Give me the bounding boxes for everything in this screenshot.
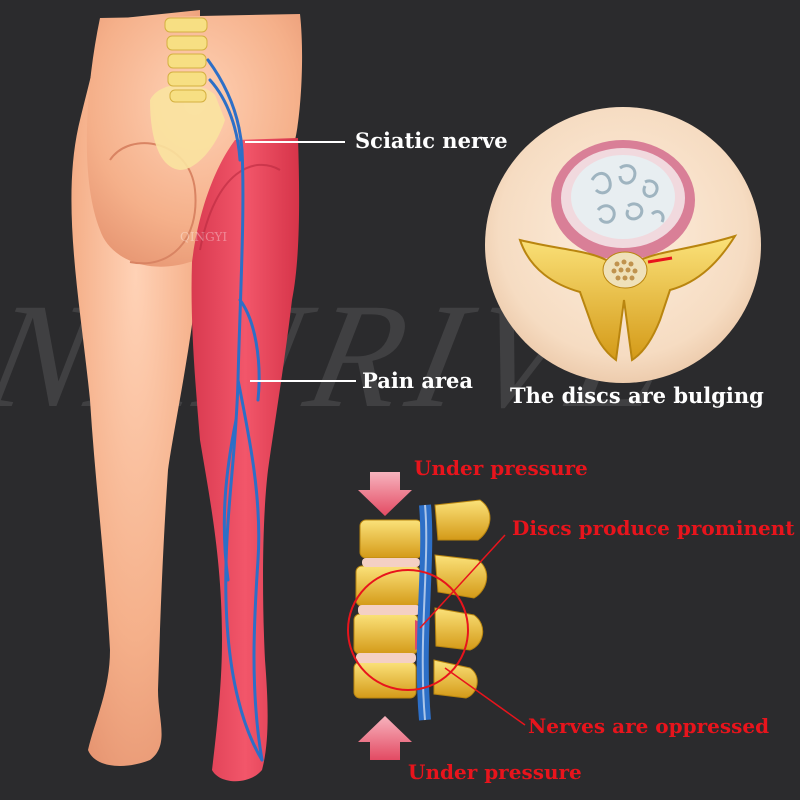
spine-side-view <box>347 472 526 760</box>
sciatic-nerve-label: Sciatic nerve <box>355 128 508 153</box>
discs-bulging-label: The discs are bulging <box>510 383 764 408</box>
sciatic-nerve <box>206 58 264 762</box>
under-pressure-top-label: Under pressure <box>414 456 588 480</box>
brand-mark: QINGYI <box>180 230 228 244</box>
hips <box>86 14 303 267</box>
nerves-oppressed-label: Nerves are oppressed <box>528 714 770 738</box>
pain-area-leg <box>191 138 300 782</box>
disc-cross-section-inset <box>485 107 761 383</box>
lumbar-spine <box>164 17 208 103</box>
pain-area-label: Pain area <box>362 368 474 393</box>
discs-prominent-label: Discs produce prominent <box>512 516 795 540</box>
under-pressure-bottom-label: Under pressure <box>408 760 582 784</box>
